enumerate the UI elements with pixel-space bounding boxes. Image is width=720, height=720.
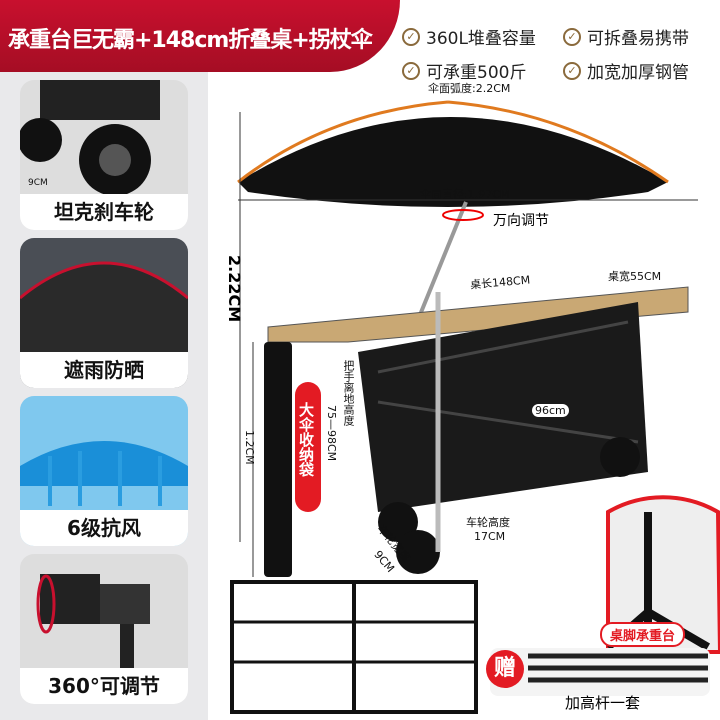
cart-frame [377,320,639,444]
umbrella-bag [264,342,292,577]
leg-support-label: 桌脚承重台 [600,622,686,647]
handle-height-label: 把手离地高度 [342,360,355,426]
extension-pole-label: 加高杆一套 [565,694,641,712]
rear-wheel [600,437,640,477]
umbrella-canopy [238,117,668,207]
panel-label: 坦克刹车轮 [20,194,188,230]
umbrella-trim [237,100,669,184]
feature-label: 可承重500斤 [426,63,527,83]
panel-wheel: 9CM 坦克刹车轮 [20,80,188,230]
panel-swivel: 360°可调节 [20,554,188,704]
swivel-joint-icon [36,574,150,668]
wheel-height-label: 车轮高度 [466,516,510,529]
bag-label: 大伞收纳袋 [297,402,315,477]
feature-item: ✓ 360L堆叠容量 [402,24,536,49]
wheel-dim: 9CM [28,178,48,188]
swivel-ring [442,209,484,221]
wheel-icon [20,80,160,196]
extension-poles [528,653,708,683]
feature-item: ✓ 加宽加厚钢管 [563,58,689,83]
swivel-label: 万向调节 [493,213,549,229]
table-width-label: 桌宽55CM [608,270,662,283]
umbrella-wind-icon [20,441,188,506]
umbrella-arc-label: 伞面弧度:2.2CM [428,82,511,95]
panel-label: 遮雨防晒 [20,352,188,388]
panel-label: 6级抗风 [20,510,188,546]
product-illustration [230,100,720,714]
cart-body [358,302,648,512]
feature-label: 可拆叠易携带 [587,29,689,49]
umbrella-pole [411,201,468,333]
check-icon: ✓ [563,27,581,46]
cart-width-label: 96cm [532,404,569,417]
gift-badge: 赠 [486,650,524,688]
umbrella-rain-icon [20,261,188,352]
leg-detail-circle [606,495,720,654]
umbrella-diameter-label: 伞面直径:1.97CM [420,188,510,201]
front-wheel [396,530,440,574]
title-banner [0,0,400,72]
wheel-height-value: 17CM [474,530,506,543]
feature-label: 加宽加厚钢管 [587,63,689,83]
bag-label-badge [295,382,321,512]
front-wheel [378,502,418,542]
feature-sidebar: 9CM 坦克刹车轮 遮雨防晒 6级抗风 360°可调节 [0,72,208,720]
page-title: 承重台巨无霸+148cm折叠桌+拐杖伞 [8,28,373,53]
feature-label: 360L堆叠容量 [426,29,536,49]
panel-wind: 6级抗风 [20,396,188,546]
bonus-box [490,648,710,696]
bag-length-label: 1.2CM [243,430,256,465]
panel-rain: 遮雨防晒 [20,238,188,388]
total-height-label: 2.22CM [225,255,244,323]
panel-label: 360°可调节 [20,668,188,704]
check-icon: ✓ [402,61,420,80]
feature-item: ✓ 可拆叠易携带 [563,24,689,49]
folded-table [230,580,478,714]
check-icon: ✓ [402,27,420,46]
feature-item: ✓ 可承重500斤 [402,58,526,83]
handle-height-value: 75—98CM [325,405,338,462]
check-icon: ✓ [563,61,581,80]
